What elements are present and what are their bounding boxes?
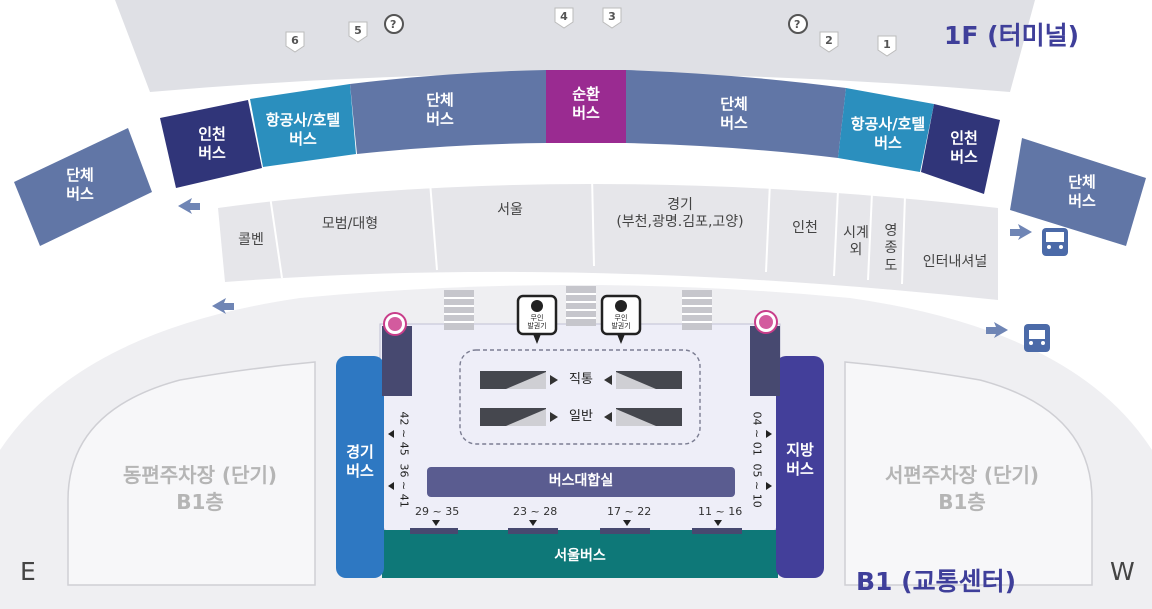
zone-incheon-left bbox=[160, 100, 262, 188]
direction-arrows bbox=[178, 198, 1032, 338]
express-label: 직통 bbox=[569, 371, 593, 387]
zone-airline-hotel-right bbox=[838, 88, 934, 172]
door-5: 5 bbox=[354, 24, 362, 37]
gyeonggi-bus-platform bbox=[336, 356, 384, 578]
stop-incheon: 인천 bbox=[792, 220, 818, 237]
bus-terminal-hall bbox=[379, 323, 781, 536]
regional-bus-platform bbox=[776, 356, 824, 578]
kiosk-right-icon bbox=[600, 294, 642, 344]
door-4: 4 bbox=[560, 10, 568, 23]
door-3: 3 bbox=[608, 10, 616, 23]
help-icons bbox=[384, 14, 808, 34]
direction-west: W bbox=[1110, 557, 1135, 586]
bus-icon bbox=[1042, 228, 1068, 256]
door-6: 6 bbox=[291, 34, 299, 47]
help-icon-left: ? bbox=[390, 18, 396, 31]
door-1: 1 bbox=[883, 38, 891, 51]
floor-1f-title: 1F (터미널) bbox=[944, 21, 1080, 50]
taxi-icon-label: TAXI bbox=[1027, 346, 1045, 354]
zone-far-right bbox=[1010, 138, 1146, 246]
zone-group-left bbox=[350, 70, 546, 154]
bottom-gates-1: 29 ~ 35 bbox=[415, 505, 460, 518]
help-icon-right: ? bbox=[794, 18, 800, 31]
seoul-bus-label: 서울버스 bbox=[554, 548, 606, 565]
parking-east-label: 동편주차장 (단기)B1층 bbox=[122, 463, 278, 514]
bottom-gates-3: 17 ~ 22 bbox=[607, 505, 652, 518]
escalators bbox=[444, 286, 712, 330]
stop-seoul: 서울 bbox=[497, 202, 523, 219]
zone-incheon-right bbox=[921, 104, 1000, 194]
stop-international: 인터내셔널 bbox=[922, 254, 988, 271]
floor-b1-title: B1 (교통센터) bbox=[856, 567, 1017, 596]
bottom-gate-arrows bbox=[432, 520, 722, 526]
stop-limousine: 모범/대형 bbox=[321, 216, 379, 233]
door-markers bbox=[285, 7, 897, 57]
seoul-bus-platform bbox=[382, 530, 778, 578]
stop-colbenn: 콜벤 bbox=[238, 232, 264, 249]
side-gate-arrows bbox=[388, 430, 772, 490]
parking-west-area bbox=[844, 361, 1093, 586]
bottom-gates-4: 11 ~ 16 bbox=[698, 505, 743, 518]
corridor-right bbox=[750, 326, 780, 396]
stop-platform bbox=[218, 184, 998, 300]
door-2: 2 bbox=[825, 34, 833, 47]
gates-left-bottom: 36 ~ 41 bbox=[397, 463, 411, 508]
parking-west-label: 서편주차장 (단기)B1층 bbox=[884, 463, 1040, 514]
bottom-gate-bars bbox=[410, 528, 742, 534]
inner-escalators bbox=[480, 371, 682, 426]
kiosk-left-icon bbox=[516, 294, 558, 344]
taxi-icon bbox=[1024, 324, 1050, 352]
stop-gyeonggi: 경기(부천,광명.김포,고양) bbox=[616, 196, 744, 231]
gates-left-top: 42 ~ 45 bbox=[397, 411, 411, 456]
corridor-left bbox=[382, 326, 412, 396]
zone-far-left bbox=[14, 128, 152, 246]
zone-group-right bbox=[626, 70, 846, 158]
general-label: 일반 bbox=[569, 408, 593, 424]
parking-east-area bbox=[67, 361, 316, 586]
gates-right-bottom: 05 ~ 10 bbox=[750, 463, 764, 508]
zone-airline-hotel-left bbox=[250, 84, 356, 167]
bottom-gates-2: 23 ~ 28 bbox=[513, 505, 558, 518]
ticket-machine-marker-left bbox=[383, 312, 407, 336]
ticket-machine-marker-right bbox=[754, 310, 778, 334]
gates-right-top: 04 ~ 01 bbox=[750, 411, 764, 456]
bus-waiting-room bbox=[427, 467, 735, 497]
bus-icon-label: BUS bbox=[1046, 250, 1063, 258]
direction-east: E bbox=[20, 557, 36, 586]
ticket-area bbox=[459, 349, 701, 445]
waiting-room-label: 버스대합실 bbox=[548, 473, 614, 490]
zone-circulation bbox=[546, 70, 626, 143]
